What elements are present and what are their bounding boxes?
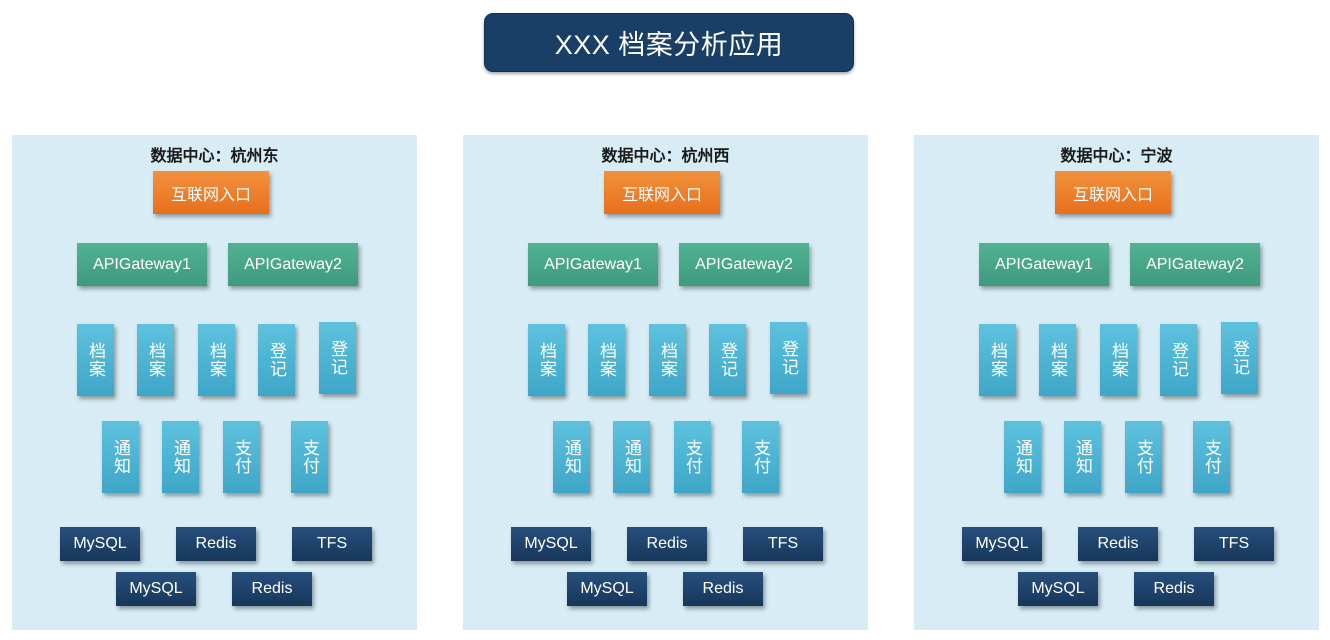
- api-gateway-2: APIGateway2: [1130, 243, 1260, 286]
- service-payment: 支付: [742, 421, 779, 493]
- service-archive: 档案: [198, 324, 235, 396]
- storage-redis: Redis: [683, 572, 763, 606]
- app-title: XXX 档案分析应用: [484, 13, 854, 72]
- internet-entry: 互联网入口: [604, 171, 720, 214]
- service-payment: 支付: [223, 421, 260, 493]
- datacenter-hangzhou-west: 数据中心：杭州西 互联网入口 APIGateway1 APIGateway2 档…: [463, 135, 868, 630]
- service-payment: 支付: [1125, 421, 1162, 493]
- service-archive: 档案: [528, 324, 565, 396]
- api-gateway-1: APIGateway1: [77, 243, 207, 286]
- datacenter-ningbo: 数据中心：宁波 互联网入口 APIGateway1 APIGateway2 档案…: [914, 135, 1319, 630]
- service-archive: 档案: [77, 324, 114, 396]
- service-payment: 支付: [674, 421, 711, 493]
- service-archive: 档案: [649, 324, 686, 396]
- api-gateway-2: APIGateway2: [679, 243, 809, 286]
- service-archive: 档案: [1100, 324, 1137, 396]
- datacenter-title: 数据中心：杭州西: [601, 148, 730, 165]
- service-register: 登记: [1160, 324, 1197, 396]
- service-payment: 支付: [1193, 421, 1230, 493]
- storage-mysql: MySQL: [1018, 572, 1098, 606]
- service-register: 登记: [770, 322, 807, 394]
- internet-entry: 互联网入口: [153, 171, 269, 214]
- storage-mysql: MySQL: [511, 527, 591, 561]
- datacenter-title: 数据中心：杭州东: [150, 148, 279, 165]
- service-register: 登记: [709, 324, 746, 396]
- service-archive: 档案: [137, 324, 174, 396]
- service-register: 登记: [319, 322, 356, 394]
- datacenter-hangzhou-east: 数据中心：杭州东 互联网入口 APIGateway1 APIGateway2 档…: [12, 135, 417, 630]
- storage-mysql: MySQL: [60, 527, 140, 561]
- storage-redis: Redis: [1078, 527, 1158, 561]
- api-gateway-2: APIGateway2: [228, 243, 358, 286]
- storage-mysql: MySQL: [116, 572, 196, 606]
- service-notify: 通知: [613, 421, 650, 493]
- internet-entry: 互联网入口: [1055, 171, 1171, 214]
- service-register: 登记: [1221, 322, 1258, 394]
- storage-mysql: MySQL: [962, 527, 1042, 561]
- storage-tfs: TFS: [292, 527, 372, 561]
- service-archive: 档案: [979, 324, 1016, 396]
- storage-tfs: TFS: [1194, 527, 1274, 561]
- service-notify: 通知: [162, 421, 199, 493]
- service-register: 登记: [258, 324, 295, 396]
- api-gateway-1: APIGateway1: [979, 243, 1109, 286]
- service-archive: 档案: [588, 324, 625, 396]
- storage-redis: Redis: [176, 527, 256, 561]
- storage-redis: Redis: [1134, 572, 1214, 606]
- storage-redis: Redis: [232, 572, 312, 606]
- service-archive: 档案: [1039, 324, 1076, 396]
- service-payment: 支付: [291, 421, 328, 493]
- service-notify: 通知: [1004, 421, 1041, 493]
- service-notify: 通知: [102, 421, 139, 493]
- storage-tfs: TFS: [743, 527, 823, 561]
- api-gateway-1: APIGateway1: [528, 243, 658, 286]
- storage-redis: Redis: [627, 527, 707, 561]
- service-notify: 通知: [553, 421, 590, 493]
- service-notify: 通知: [1064, 421, 1101, 493]
- datacenter-title: 数据中心：宁波: [1060, 148, 1173, 165]
- storage-mysql: MySQL: [567, 572, 647, 606]
